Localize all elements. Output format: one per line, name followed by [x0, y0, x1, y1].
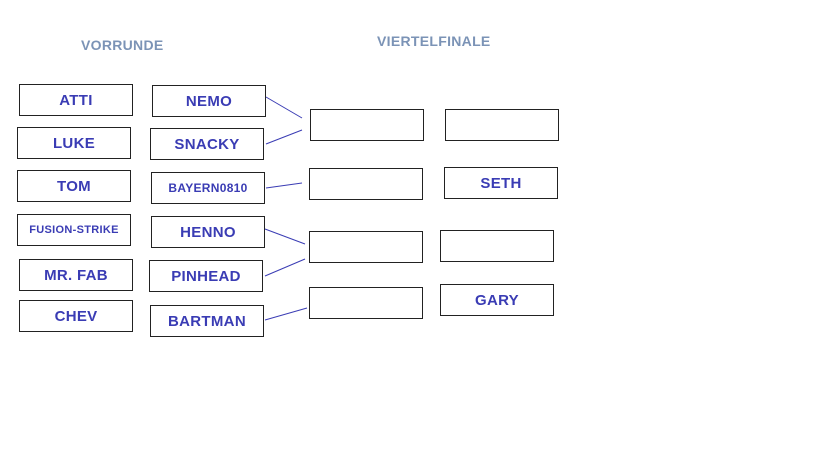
- heading-vorrunde: VORRUNDE: [81, 37, 164, 53]
- viertelfinale-box-6: [440, 230, 554, 262]
- vorrunde-box-luke: LUKE: [17, 127, 131, 159]
- viertelfinale-box-2: [445, 109, 559, 141]
- vorrunde-box-bayern0810: BAYERN0810: [151, 172, 265, 204]
- viertelfinale-box-gary: GARY: [440, 284, 554, 316]
- viertelfinale-box-1: [310, 109, 424, 141]
- connector-line: [265, 129, 303, 145]
- vorrunde-box-henno: HENNO: [151, 216, 265, 248]
- vorrunde-box-mr-fab: MR. FAB: [19, 259, 133, 291]
- vorrunde-box-bartman: BARTMAN: [150, 305, 264, 337]
- viertelfinale-box-3: [309, 168, 423, 200]
- vorrunde-box-pinhead: PINHEAD: [149, 260, 263, 292]
- viertelfinale-box-7: [309, 287, 423, 319]
- connector-line: [265, 96, 303, 119]
- viertelfinale-box-5: [309, 231, 423, 263]
- vorrunde-box-chev: CHEV: [19, 300, 133, 332]
- viertelfinale-box-seth: SETH: [444, 167, 558, 199]
- connector-line: [265, 182, 303, 189]
- connector-line: [264, 258, 306, 277]
- connector-line: [264, 228, 306, 245]
- vorrunde-box-snacky: SNACKY: [150, 128, 264, 160]
- vorrunde-box-atti: ATTI: [19, 84, 133, 116]
- vorrunde-box-tom: TOM: [17, 170, 131, 202]
- vorrunde-box-fusion-strike: FUSION-STRIKE: [17, 214, 131, 246]
- vorrunde-box-nemo: NEMO: [152, 85, 266, 117]
- connector-line: [264, 307, 308, 321]
- heading-viertelfinale: VIERTELFINALE: [377, 33, 491, 49]
